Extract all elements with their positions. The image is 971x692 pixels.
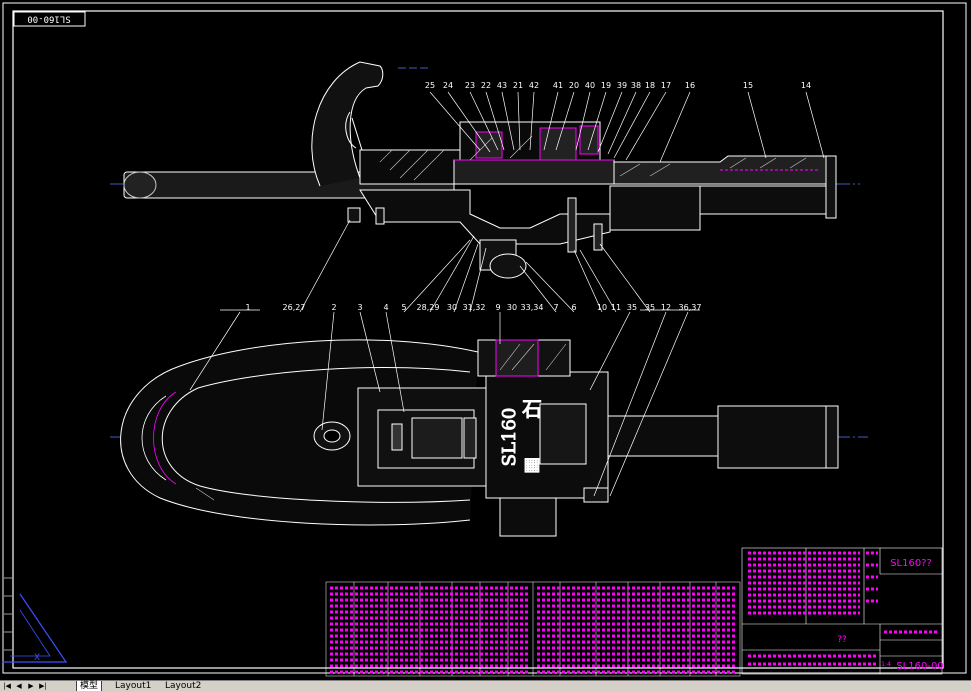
drawing-number-box [13,11,86,27]
callout-label: 42 [529,81,539,90]
callout-label: 23 [465,81,475,90]
callout-label: 20 [569,81,579,90]
callout-label: 18 [645,81,655,90]
callout-label: 11 [611,303,621,312]
callout-label: 6 [571,303,576,312]
callout-label: 40 [585,81,595,90]
callouts-bottom: 1 30 33,34 7 35 [245,303,655,312]
tab-model[interactable]: 模型 [76,681,103,691]
callout-label: 33,34 [521,303,544,312]
callout-label: 28,29 [417,303,440,312]
callout-label: 38 [631,81,641,90]
last-tab-icon[interactable]: ▶| [39,682,47,690]
callout-label: 41 [553,81,563,90]
callout-label: 2 [331,303,336,312]
callouts-top: 25 24 23 22 43 21 42 41 20 40 19 39 38 1… [425,81,811,90]
callout-label: 9 [495,303,500,312]
inner-border [12,10,944,669]
tab-layout2[interactable]: Layout2 [165,681,202,691]
title-code: SL160-00 [896,661,943,672]
callout-label: 35 [627,303,637,312]
callout-label: 31,32 [463,303,486,312]
layout-tab-bar: |◀ ◀ ▶ ▶| 模型 Layout1 Layout2 [0,680,971,692]
parts-list-rows [330,586,736,674]
callout-label: 22 [481,81,491,90]
left-margin-ticks [4,577,12,651]
callout-label: 12 [661,303,671,312]
title-block-rows [748,551,938,666]
first-tab-icon[interactable]: |◀ [3,682,11,690]
callout-label: 10 [597,303,607,312]
callout-label: 30 [507,303,517,312]
callout-label: 36,37 [679,303,702,312]
top-section-view [110,61,860,279]
callout-label: 21 [513,81,523,90]
tab-layout1[interactable]: Layout1 [115,681,152,691]
callout-label: 43 [497,81,507,90]
callout-label: 26,27 [283,303,306,312]
callout-label: 39 [617,81,627,90]
stamp-glyph-2: ▦ [523,454,540,475]
prev-tab-icon[interactable]: ◀ [16,682,22,690]
title-name: SL160?? [890,558,932,569]
callout-label: 3 [357,303,362,312]
callout-label: 25 [425,81,435,90]
outer-border [2,2,967,674]
callout-label: 14 [801,81,811,90]
callouts-mid: 26,27 2 3 4 5 28,29 30 31,32 9 6 10 11 3… [283,303,702,312]
title-scale: 1:4 [881,661,891,668]
callout-label: 15 [743,81,753,90]
stamp-text: SL160 [499,408,520,467]
callout-label: 7 [553,303,558,312]
callout-label: 4 [383,303,388,312]
leader-lines [189,91,825,497]
callout-label: 19 [601,81,611,90]
svg-text:X: X [34,653,40,663]
title-part-caption: ?? [837,635,847,645]
callout-label: 16 [685,81,695,90]
callout-label: 35 [645,303,655,312]
title-block [741,547,943,675]
stamp-glyph-1: 石 [522,397,542,421]
callout-label: 1 [245,303,250,312]
callout-label: 17 [661,81,671,90]
callout-label: 30 [447,303,457,312]
ucs-icon: X [2,593,68,663]
callout-label: 5 [401,303,406,312]
next-tab-icon[interactable]: ▶ [28,682,34,690]
bottom-plan-view: SL160 石 ▦ [110,339,868,537]
drawing-number-text: SL160-00 [27,14,70,24]
callout-label: 24 [443,81,453,90]
